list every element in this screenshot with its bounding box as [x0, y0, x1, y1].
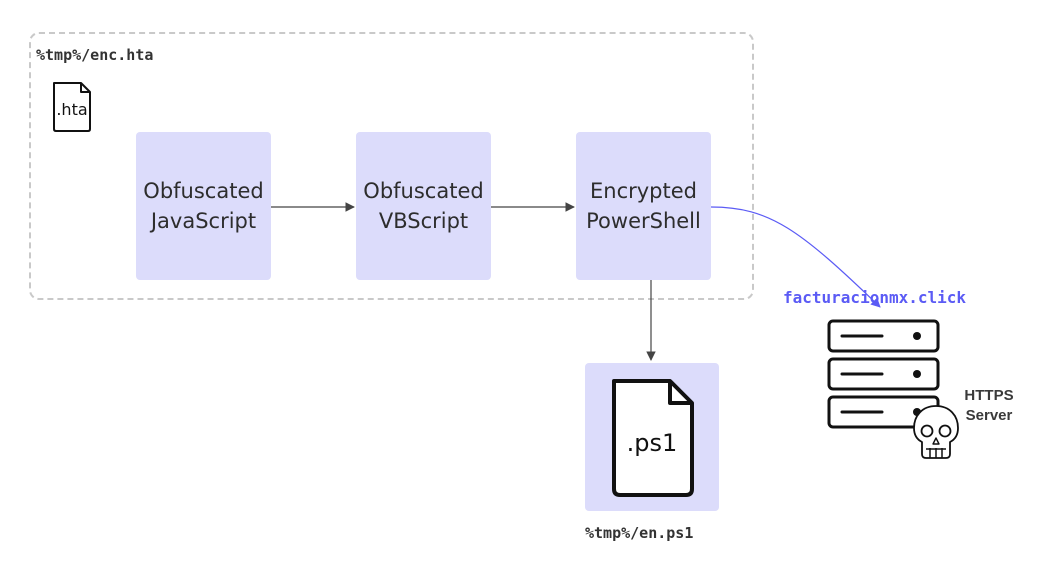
https-server-label-line2: Server [965, 407, 1013, 424]
encrypted-powershell-node: Encrypted PowerShell [576, 132, 711, 280]
skull-icon [913, 405, 959, 459]
server-rack-icon [827, 319, 940, 429]
c2-domain-label: facturacionmx.click [783, 288, 967, 307]
obfuscated-vbscript-node: Obfuscated VBScript [356, 132, 491, 280]
https-server-label-line1: HTTPS [964, 387, 1014, 404]
obfuscated-javascript-node: Obfuscated JavaScript [136, 132, 271, 280]
ps1-file-icon: .ps1 [612, 379, 694, 497]
obfuscated-javascript-label: Obfuscated JavaScript [143, 179, 264, 233]
hta-container-boundary [29, 32, 754, 300]
https-server-label: HTTPS Server [954, 386, 1024, 426]
ps1-file-node: .ps1 [585, 363, 719, 511]
encrypted-powershell-label: Encrypted PowerShell [586, 179, 701, 233]
ps1-file-text: .ps1 [627, 429, 678, 457]
obfuscated-vbscript-label: Obfuscated VBScript [363, 179, 484, 233]
arrow-ps-to-server [710, 206, 881, 308]
hta-container-label: %tmp%/enc.hta [36, 46, 154, 64]
hta-file-text: .hta [56, 100, 87, 119]
hta-file-icon: .hta [53, 82, 91, 132]
ps1-file-path-label: %tmp%/en.ps1 [585, 524, 694, 542]
